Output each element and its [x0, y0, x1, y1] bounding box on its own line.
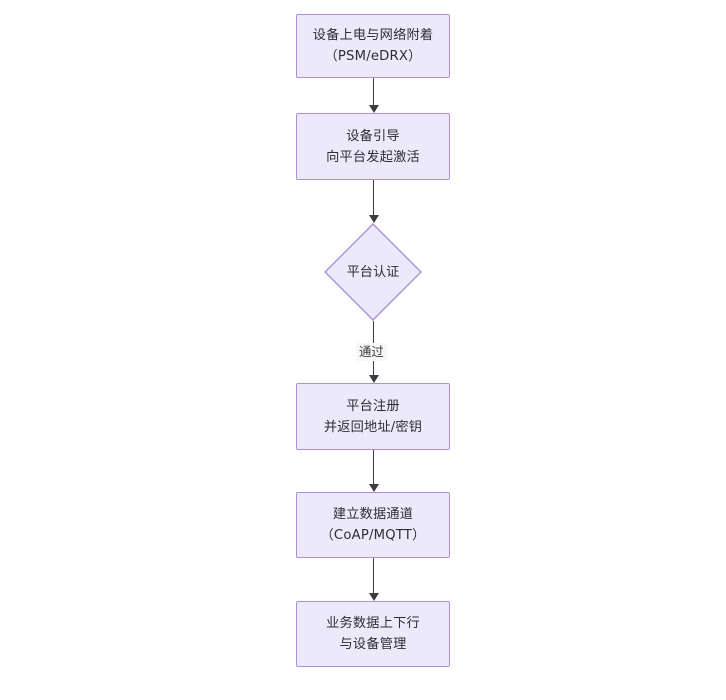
edge-label-edge-auth-to-register: 通过 [356, 343, 387, 361]
node-label: 设备引导 向平台发起激活 [326, 128, 420, 165]
node-power-on: 设备上电与网络附着 （PSM/eDRX） [296, 14, 450, 78]
arrowhead-icon [368, 593, 379, 601]
arrowhead-icon [368, 484, 379, 492]
node-label: 建立数据通道 （CoAP/MQTT） [320, 507, 426, 543]
edge-channel-to-service [368, 558, 379, 601]
node-register: 平台注册 并返回地址/密钥 [296, 383, 450, 450]
node-channel: 建立数据通道 （CoAP/MQTT） [296, 492, 450, 558]
node-label: 设备上电与网络附着 （PSM/eDRX） [312, 28, 434, 64]
edge-bootstrap-to-auth [368, 180, 379, 223]
diamond-shape [324, 223, 422, 321]
arrowhead-icon [368, 105, 379, 113]
edge-register-to-channel [368, 450, 379, 492]
connector-line [373, 180, 375, 216]
node-service: 业务数据上下行 与设备管理 [296, 601, 450, 667]
connector-line [373, 558, 375, 594]
node-label: 业务数据上下行 与设备管理 [326, 616, 420, 652]
node-label: 平台注册 并返回地址/密钥 [323, 398, 423, 435]
node-auth: 平台认证 [324, 223, 422, 321]
connector-line [373, 78, 375, 106]
arrowhead-icon [368, 215, 379, 223]
connector-line [373, 450, 375, 485]
node-bootstrap: 设备引导 向平台发起激活 [296, 113, 450, 180]
arrowhead-icon [368, 375, 379, 383]
node-label: 平台认证 [346, 264, 400, 280]
edge-power-on-to-bootstrap [368, 78, 379, 113]
